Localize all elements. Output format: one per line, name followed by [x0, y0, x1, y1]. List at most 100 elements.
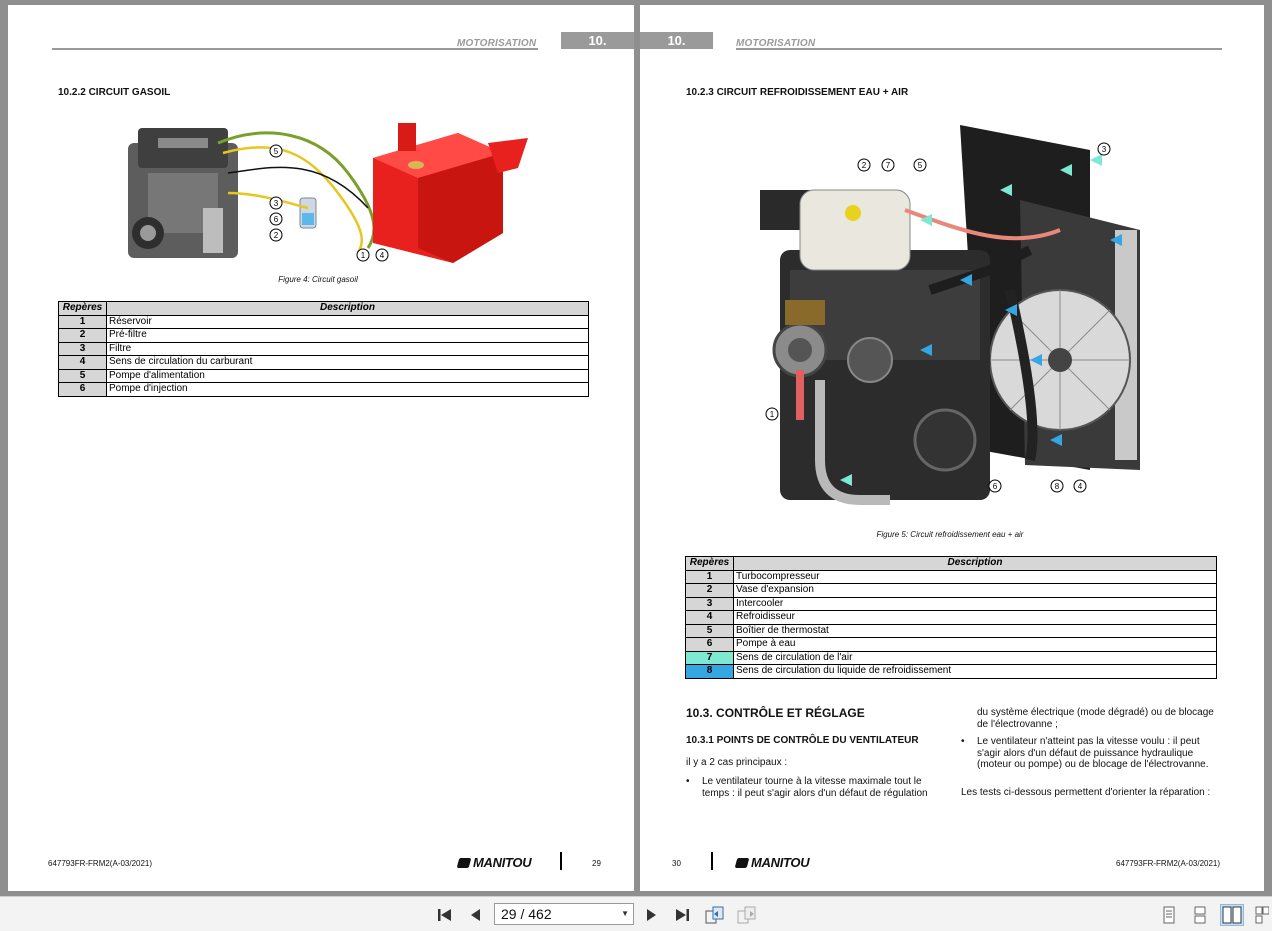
subsection-heading: 10.3.1 POINTS DE CONTRÔLE DU VENTILATEUR [686, 735, 919, 746]
callout-1: 1 [765, 407, 779, 421]
next-page-icon [647, 909, 656, 921]
row-description: Sens de circulation de l'air [733, 650, 1217, 665]
previous-page-button[interactable] [464, 904, 486, 926]
row-description: Pompe d'alimentation [106, 368, 589, 383]
row-number: 3 [685, 596, 734, 611]
engine-illustration [760, 190, 990, 505]
header-title: MOTORISATION [736, 38, 816, 49]
svg-text:7: 7 [886, 161, 891, 170]
svg-text:8: 8 [1055, 482, 1060, 491]
last-page-icon [676, 909, 689, 921]
callout-6: 6 [988, 479, 1002, 493]
page-indicator: 29 / 462 [501, 906, 552, 922]
two-page-icon [1222, 906, 1242, 924]
row-description: Réservoir [106, 314, 589, 329]
callout-8: 8 [1050, 479, 1064, 493]
table-header-description: Description [106, 301, 589, 316]
row-description: Filtre [106, 341, 589, 356]
cooling-circuit-figure: 2 7 5 3 1 6 8 4 [760, 125, 1140, 505]
callout-7: 7 [881, 158, 895, 172]
page-number-input[interactable]: 29 / 462 ▼ [494, 903, 634, 925]
figure-caption: Figure 4: Circuit gasoil [278, 275, 358, 284]
row-number: 3 [58, 341, 107, 356]
row-description: Boîtier de thermostat [733, 623, 1217, 638]
row-description: Turbocompresseur [733, 569, 1217, 584]
callout-2: 2 [269, 228, 283, 242]
go-back-view-button[interactable] [704, 904, 726, 926]
bullet-text-1: Le ventilateur tourne à la vitesse maxim… [702, 776, 928, 799]
callout-3: 3 [1097, 142, 1111, 156]
document-page-left: MOTORISATION 10. 10.2.2 CIRCUIT GASOIL [8, 5, 634, 891]
go-forward-view-icon [737, 906, 756, 924]
first-page-icon [438, 909, 451, 921]
page-number: 30 [672, 859, 681, 868]
single-page-view-button[interactable] [1157, 904, 1181, 926]
manitou-logo: MANITOU [456, 855, 532, 870]
callout-4: 4 [375, 248, 389, 262]
callout-2: 2 [857, 158, 871, 172]
callout-1: 1 [356, 248, 370, 262]
radiator-illustration [960, 125, 1140, 470]
chapter-tab: 10. [561, 32, 634, 49]
bullet-marker: • [961, 736, 965, 747]
row-description: Sens de circulation du carburant [106, 355, 589, 370]
header-title: MOTORISATION [457, 38, 537, 49]
manitou-mark-icon [456, 857, 472, 868]
row-number: 4 [58, 355, 107, 370]
header-rule [736, 48, 1222, 50]
brand-name: MANITOU [751, 855, 810, 870]
chevron-down-icon[interactable]: ▼ [621, 909, 629, 918]
last-page-button[interactable] [671, 904, 693, 926]
row-number-air-swatch: 7 [685, 650, 734, 665]
manitou-logo: MANITOU [734, 855, 810, 870]
bullet-marker: • [686, 776, 690, 787]
air-flow-arrows [840, 154, 1102, 486]
first-page-button[interactable] [434, 904, 456, 926]
next-page-button[interactable] [641, 904, 663, 926]
table-header-repere: Repères [58, 301, 107, 316]
go-forward-view-button[interactable] [736, 904, 758, 926]
row-description: Intercooler [733, 596, 1217, 611]
fuel-circuit-figure: 5 3 6 2 1 4 [128, 123, 528, 263]
coolant-flow-arrows [920, 234, 1122, 446]
intro-text: il y a 2 cas principaux : [686, 757, 788, 768]
row-number: 5 [685, 623, 734, 638]
viewer-toolbar: 29 / 462 ▼ [0, 896, 1272, 931]
section-title: 10.2.3 CIRCUIT REFROIDISSEMENT EAU + AIR [686, 87, 909, 98]
table-header-description: Description [733, 556, 1217, 571]
row-description: Refroidisseur [733, 610, 1217, 625]
callout-4: 4 [1073, 479, 1087, 493]
continuous-view-button[interactable] [1188, 904, 1212, 926]
chapter-tab: 10. [640, 32, 713, 49]
engine-illustration [128, 128, 238, 258]
page-number: 29 [592, 859, 601, 868]
row-description: Pompe d'injection [106, 382, 589, 397]
row-number: 2 [685, 583, 734, 598]
two-page-continuous-view-button[interactable] [1252, 904, 1272, 926]
fuel-tank-illustration [373, 123, 528, 263]
callout-6: 6 [269, 212, 283, 226]
previous-page-icon [471, 909, 480, 921]
section-heading: 10.3. CONTRÔLE ET RÉGLAGE [686, 706, 865, 720]
row-number-coolant-swatch: 8 [685, 664, 734, 679]
continuous-page-icon [1194, 906, 1206, 924]
svg-text:1: 1 [770, 410, 775, 419]
two-page-view-button[interactable] [1220, 904, 1244, 926]
svg-text:5: 5 [918, 161, 923, 170]
row-number: 6 [58, 382, 107, 397]
callout-5: 5 [269, 144, 283, 158]
single-page-icon [1163, 906, 1175, 924]
row-number: 1 [58, 314, 107, 329]
svg-text:3: 3 [1102, 145, 1107, 154]
row-description: Sens de circulation du liquide de refroi… [733, 664, 1217, 679]
svg-text:5: 5 [274, 147, 279, 156]
